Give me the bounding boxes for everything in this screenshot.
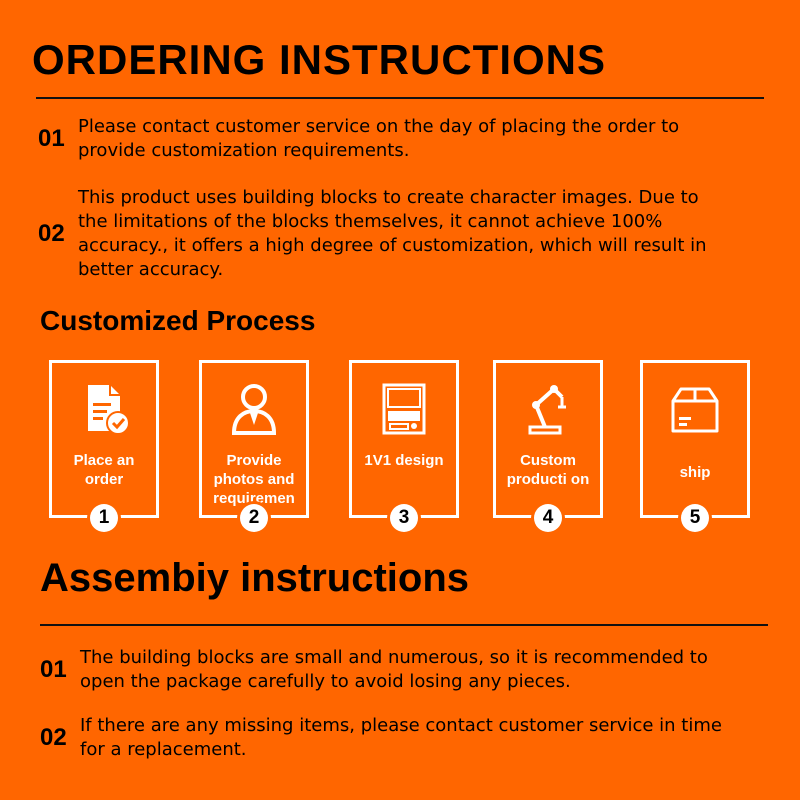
item-text: The building blocks are small and numero… [80, 647, 708, 692]
item-text: Please contact customer service on the d… [78, 116, 680, 161]
divider [40, 624, 768, 626]
step-ship: ship 5 [640, 360, 750, 532]
step-label: Place an order [73, 452, 135, 488]
step-design: 1V1 design 3 [349, 360, 459, 532]
step-provide-photos: Provide photos and requiremen 2 [199, 360, 309, 532]
ordering-item-2: 02 This product uses building blocks to … [38, 186, 758, 282]
step-label: Provide photos and requiremen [213, 452, 295, 507]
step-number: 1 [90, 504, 118, 532]
ordering-item-1: 01 Please contact customer service on th… [38, 115, 758, 163]
item-number: 02 [38, 220, 65, 247]
monitor-design-icon [352, 381, 456, 437]
item-number: 01 [40, 656, 67, 683]
step-production: Custom producti on 4 [493, 360, 603, 532]
document-check-icon [52, 381, 156, 437]
step-number: 4 [534, 504, 562, 532]
step-number: 5 [681, 504, 709, 532]
item-text: This product uses building blocks to cre… [78, 187, 707, 280]
assembly-title: Assembiy instructions [40, 556, 470, 600]
box-icon [643, 381, 747, 437]
step-number: 3 [390, 504, 418, 532]
step-number: 2 [240, 504, 268, 532]
ordering-title: ORDERING INSTRUCTIONS [32, 36, 607, 83]
item-text: If there are any missing items, please c… [80, 715, 722, 760]
assembly-item-1: 01 The building blocks are small and num… [40, 646, 760, 694]
step-label: Custom producti on [506, 452, 590, 488]
person-icon [202, 381, 306, 437]
item-number: 02 [40, 724, 67, 751]
step-label: 1V1 design [364, 452, 444, 469]
process-title: Customized Process [40, 305, 316, 336]
step-place-order: Place an order 1 [49, 360, 159, 532]
assembly-item-2: 02 If there are any missing items, pleas… [40, 714, 760, 762]
divider [36, 97, 764, 99]
step-label: ship [679, 464, 711, 481]
process-steps: Place an order 1 Provide photos and requ… [0, 360, 800, 535]
robot-arm-icon [496, 381, 600, 437]
item-number: 01 [38, 125, 65, 152]
